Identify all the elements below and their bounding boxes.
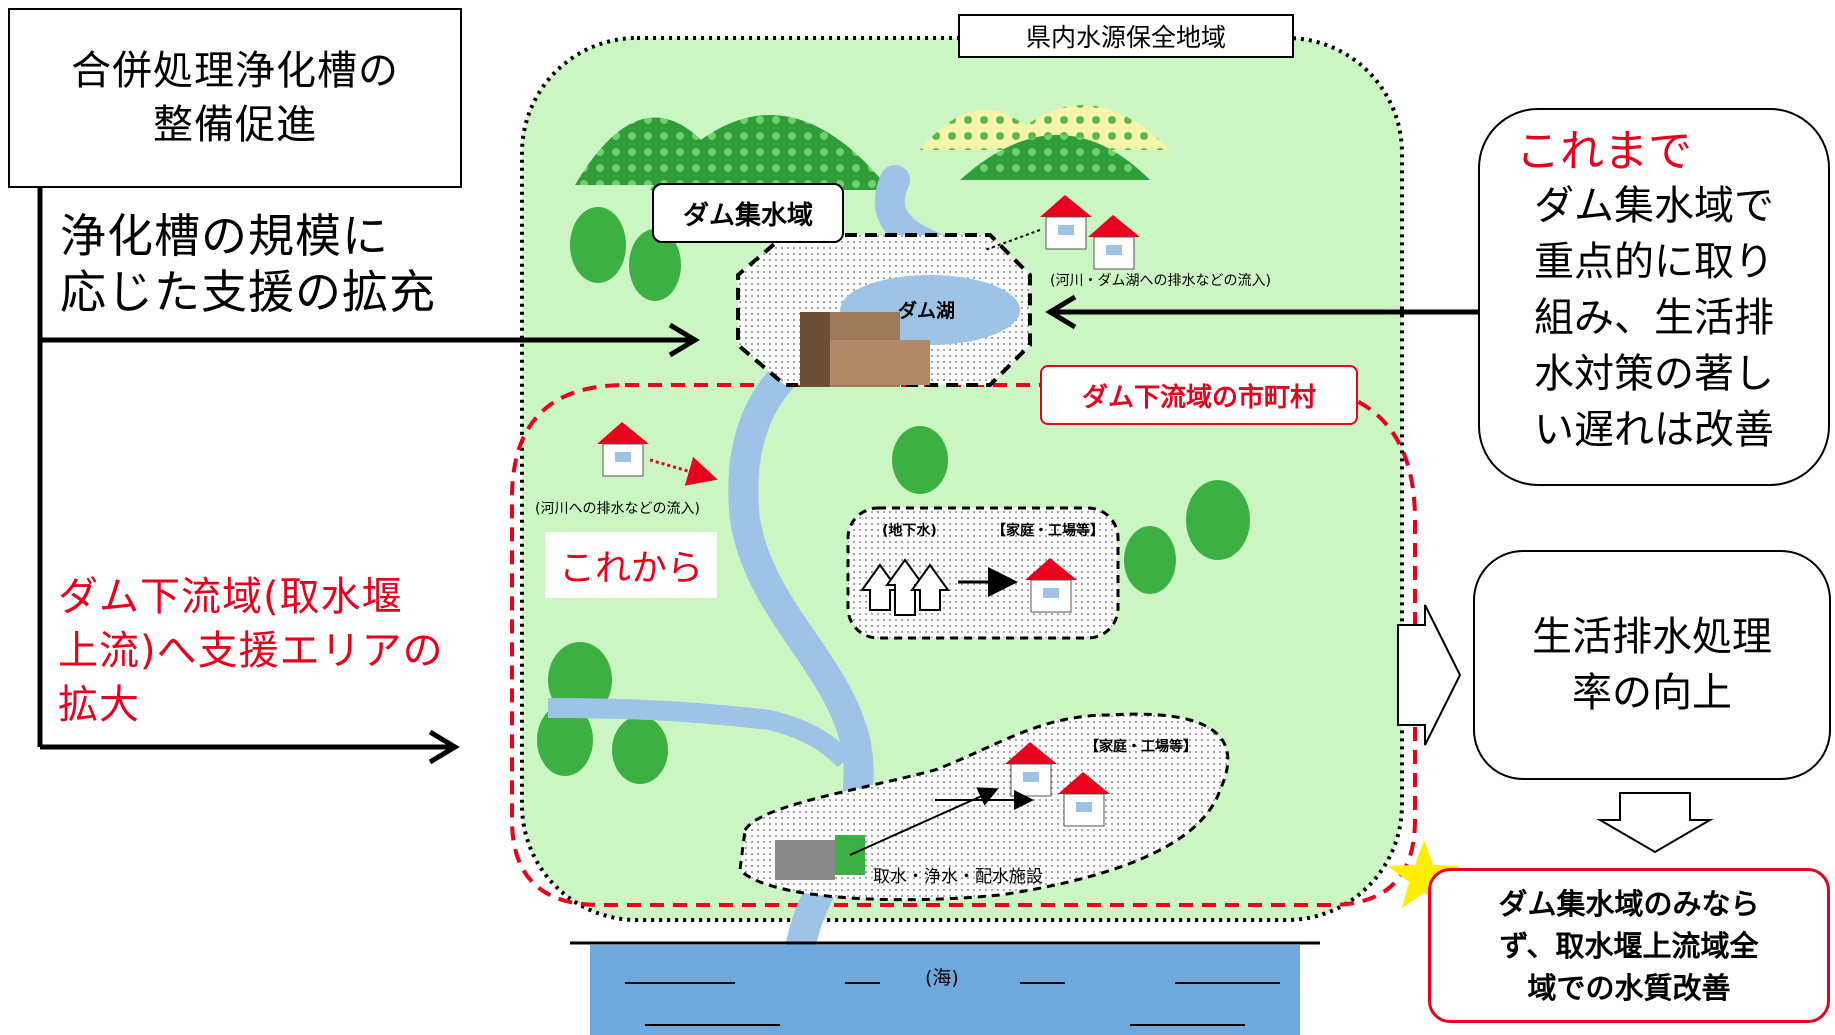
sea bbox=[590, 945, 1300, 1035]
tributary bbox=[547, 698, 853, 768]
intake-weir bbox=[775, 835, 865, 880]
sea-waves bbox=[625, 982, 1280, 1026]
result-box: 生活排水処理 率の向上 bbox=[1473, 550, 1831, 780]
left-connector bbox=[37, 185, 700, 765]
house-to-river-flow bbox=[649, 456, 718, 486]
house-flow-note-left: (河川への排水などの流入) bbox=[535, 501, 700, 517]
water-source-region bbox=[520, 36, 1404, 922]
home-factory-label-1: 【家庭・工場等】 bbox=[992, 523, 1104, 539]
past-text: ダム集水域で 重点的に取り 組み、生活排 水対策の著し い遅れは改善 bbox=[1534, 183, 1774, 453]
past-title: これまで bbox=[1516, 126, 1692, 177]
future-label: これから bbox=[545, 532, 717, 598]
dam-wall bbox=[800, 312, 930, 387]
home-factory-label-2: 【家庭・工場等】 bbox=[1085, 739, 1197, 755]
sea-label: (海) bbox=[925, 967, 959, 989]
expand-text: ダム下流域(取水堰 上流)へ支援エリアの 拡大 bbox=[58, 574, 444, 728]
house-flow-note-top: (河川・ダム湖への排水などの流入) bbox=[1050, 273, 1271, 289]
result-arrow bbox=[1397, 604, 1462, 746]
dam-catchment-label: ダム集水域 bbox=[652, 183, 844, 243]
support-text: 浄化槽の規模に 応じた支援の拡充 bbox=[60, 209, 436, 319]
house-to-lake-flow bbox=[984, 229, 1041, 251]
dam-lake-label: ダム湖 bbox=[898, 300, 956, 322]
goal-box: ダム集水域のみなら ず、取水堰上流域全 域での水質改善 bbox=[1428, 868, 1830, 1023]
facility-label: 取水・浄水・配水施設 bbox=[873, 867, 1043, 887]
shrubs bbox=[537, 207, 1250, 784]
region-label: 県内水源保全地域 bbox=[958, 14, 1294, 58]
house-icons bbox=[597, 195, 1140, 827]
groundwater-label: (地下水) bbox=[882, 523, 937, 539]
downstream-region bbox=[510, 383, 1417, 907]
right-connector bbox=[1045, 294, 1478, 330]
title-box: 合併処理浄化槽の 整備促進 bbox=[8, 8, 462, 188]
past-box: これまで ダム集水域で 重点的に取り 組み、生活排 水対策の著し い遅れは改善 bbox=[1478, 108, 1830, 486]
groundwater-arrows bbox=[860, 558, 950, 616]
downstream-label: ダム下流域の市町村 bbox=[1040, 365, 1358, 425]
mountains bbox=[575, 105, 1170, 190]
star-icon bbox=[1388, 840, 1460, 908]
goal-arrow bbox=[1596, 792, 1714, 854]
